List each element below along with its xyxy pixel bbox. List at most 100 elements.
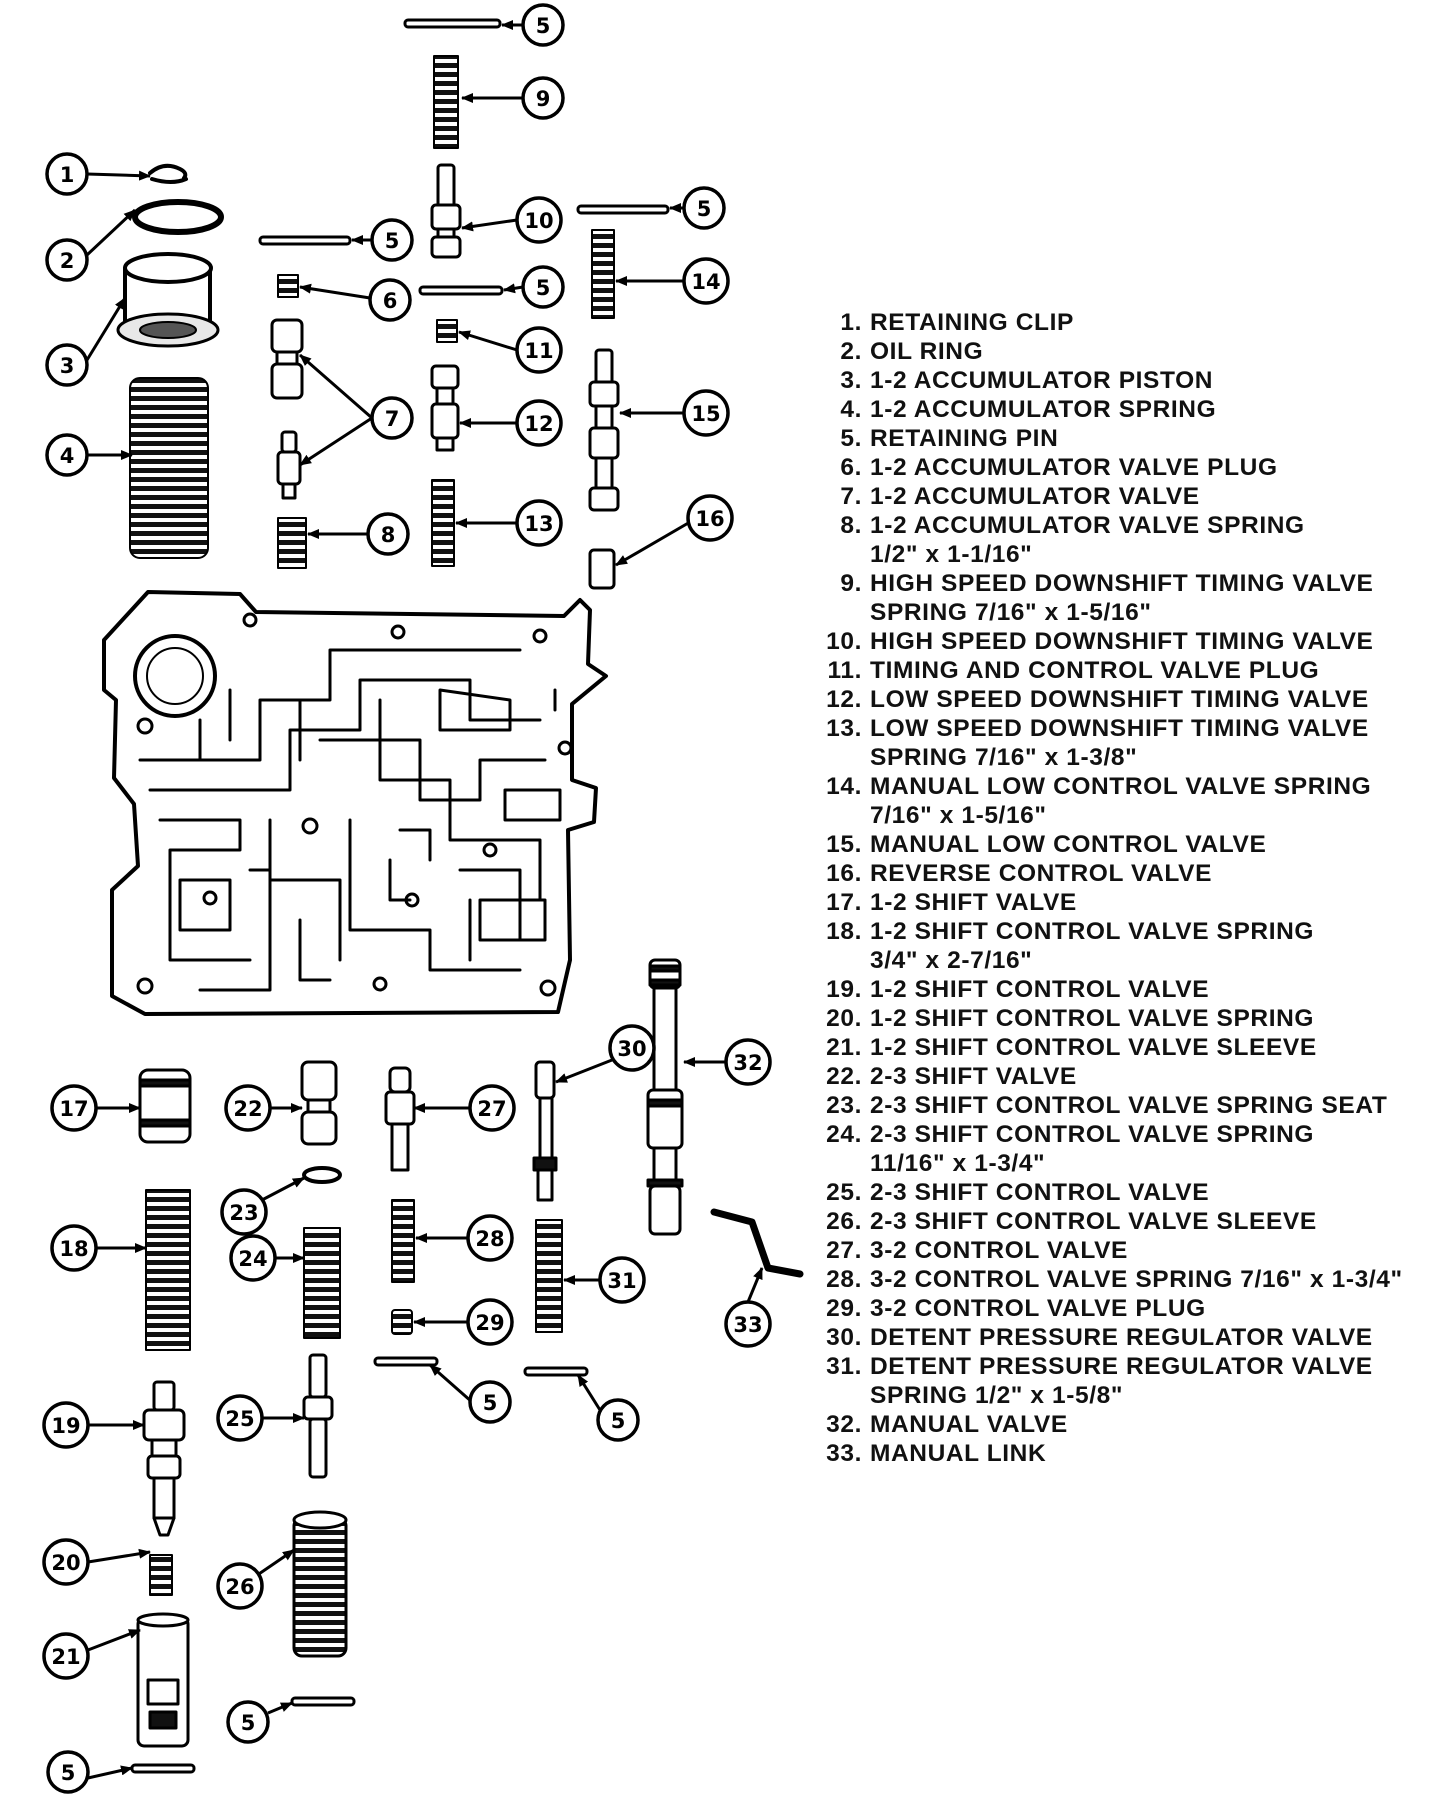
control-valve-3-2-stem (390, 1122, 410, 1172)
shift-control-valve-2-3 (308, 1353, 328, 1399)
legend-text: 1-2 ACCUMULATOR VALVE (870, 483, 1200, 510)
leader-7b (299, 416, 373, 467)
svg-text:29: 29 (475, 1311, 504, 1335)
legend-item: 23.2-3 SHIFT CONTROL VALVE SPRING SEAT (812, 1091, 1432, 1120)
shift-control-sleeve-2-3 (292, 1516, 348, 1658)
legend-text: MANUAL LOW CONTROL VALVE SPRING (870, 773, 1372, 800)
callout-4: 4 (45, 433, 89, 477)
legend-text-continued: SPRING 1/2" x 1-5/8" (870, 1382, 1124, 1409)
legend-text: 1-2 SHIFT CONTROL VALVE SPRING (870, 1005, 1315, 1032)
callout-6: 6 (368, 278, 412, 322)
leader-6 (299, 283, 371, 300)
callout-5-top: 5 (521, 3, 565, 47)
legend-item: 12.LOW SPEED DOWNSHIFT TIMING VALVE (812, 685, 1432, 714)
svg-text:26: 26 (225, 1575, 254, 1599)
leader-5-bottom-mid (267, 1701, 293, 1715)
callout-7: 7 (370, 396, 414, 440)
legend-text: 1-2 ACCUMULATOR VALVE SPRING (870, 512, 1305, 539)
retaining-clip (148, 163, 188, 184)
svg-text:2: 2 (60, 249, 75, 273)
legend-number: 14. (826, 773, 862, 800)
leader-5-right-low (576, 1374, 602, 1411)
manual-low-valve-neck1 (594, 404, 614, 430)
svg-text:5: 5 (536, 276, 551, 300)
legend-number: 33. (826, 1440, 862, 1467)
callout-5-center: 5 (468, 1380, 512, 1424)
retaining-pin-right-low (523, 1366, 589, 1377)
accumulator-valve-b (280, 430, 298, 454)
ls-downshift-valve (430, 364, 460, 390)
legend-item: 28.3-2 CONTROL VALVE SPRING 7/16" x 1-3/… (812, 1265, 1432, 1294)
legend-item: 16.REVERSE CONTROL VALVE (812, 859, 1432, 888)
legend-number: 11. (827, 657, 862, 684)
legend-number: 29. (826, 1295, 862, 1322)
legend-text: RETAINING CLIP (870, 309, 1074, 336)
control-plug-3-2 (391, 1309, 413, 1335)
legend-number: 3. (840, 367, 862, 394)
legend-item: 4.1-2 ACCUMULATOR SPRING (812, 395, 1432, 424)
legend-item: 21.1-2 SHIFT CONTROL VALVE SLEEVE (812, 1033, 1432, 1062)
reverse-control-valve (588, 548, 616, 590)
legend-number: 27. (826, 1237, 862, 1264)
legend-text: LOW SPEED DOWNSHIFT TIMING VALVE (870, 715, 1369, 742)
legend-item: 6.1-2 ACCUMULATOR VALVE PLUG (812, 453, 1432, 482)
legend-text: DETENT PRESSURE REGULATOR VALVE (870, 1324, 1373, 1351)
svg-text:15: 15 (691, 402, 720, 426)
shift-control-spring-1-2 (145, 1189, 191, 1351)
legend-text: 1-2 SHIFT VALVE (870, 889, 1077, 916)
legend-text: 1-2 ACCUMULATOR PISTON (870, 367, 1214, 394)
callout-5-bottom-mid: 5 (226, 1700, 270, 1744)
legend-text: 1-2 SHIFT CONTROL VALVE SLEEVE (870, 1034, 1317, 1061)
legend-number: 24. (826, 1121, 862, 1148)
callout-2: 2 (45, 238, 89, 282)
svg-text:18: 18 (59, 1237, 88, 1261)
legend-item: 17.1-2 SHIFT VALVE (812, 888, 1432, 917)
oil-ring (132, 199, 224, 235)
shift-control-valve-1-2-neck (150, 1438, 178, 1458)
legend-text-continued: 3/4" x 2-7/16" (870, 947, 1033, 974)
callout-1: 1 (45, 152, 89, 196)
legend-number: 31. (826, 1353, 862, 1380)
ls-downshift-valve-land (430, 402, 460, 440)
legend-number: 26. (826, 1208, 862, 1235)
svg-text:5: 5 (611, 1409, 626, 1433)
svg-text:21: 21 (51, 1645, 80, 1669)
legend-number: 18. (826, 918, 862, 945)
retaining-pin-center (373, 1356, 439, 1367)
detent-regulator-valve-stem (538, 1096, 554, 1160)
accumulator-valve-a-end (270, 362, 304, 400)
legend-text: HIGH SPEED DOWNSHIFT TIMING VALVE (870, 628, 1374, 655)
manual-valve-end (648, 1184, 682, 1236)
legend-text: 2-3 SHIFT VALVE (870, 1063, 1077, 1090)
shift-valve-1-2-band1 (138, 1078, 192, 1088)
legend-item: 3. 1-2 ACCUMULATOR PISTON (812, 366, 1432, 395)
legend-text: TIMING AND CONTROL VALVE PLUG (870, 657, 1320, 684)
legend-number: 28. (826, 1266, 862, 1293)
detent-regulator-valve-land (532, 1156, 558, 1172)
shift-valve-2-3-neck (306, 1098, 332, 1114)
sleeve-port (146, 1678, 180, 1706)
svg-text:27: 27 (477, 1097, 506, 1121)
callout-33: 33 (724, 1300, 772, 1348)
legend-number: 30. (826, 1324, 862, 1351)
callout-32: 32 (724, 1038, 772, 1086)
manual-valve-band3 (646, 1098, 684, 1108)
legend-text: 2-3 SHIFT CONTROL VALVE SPRING SEAT (870, 1092, 1388, 1119)
svg-text:24: 24 (238, 1247, 267, 1271)
leader-2 (85, 208, 137, 257)
piston-base-inner (139, 321, 197, 339)
svg-text:3: 3 (60, 354, 75, 378)
callout-26: 26 (216, 1562, 264, 1610)
legend-text: 3-2 CONTROL VALVE (870, 1237, 1128, 1264)
detent-regulator-valve (534, 1060, 556, 1100)
retaining-pin-mid (418, 285, 504, 296)
sleeve-port2 (148, 1710, 178, 1730)
hs-downshift-valve (436, 163, 456, 209)
shift-control-valve-2-3-stem (308, 1417, 328, 1479)
svg-text:11: 11 (524, 339, 553, 363)
callout-10: 10 (515, 196, 563, 244)
